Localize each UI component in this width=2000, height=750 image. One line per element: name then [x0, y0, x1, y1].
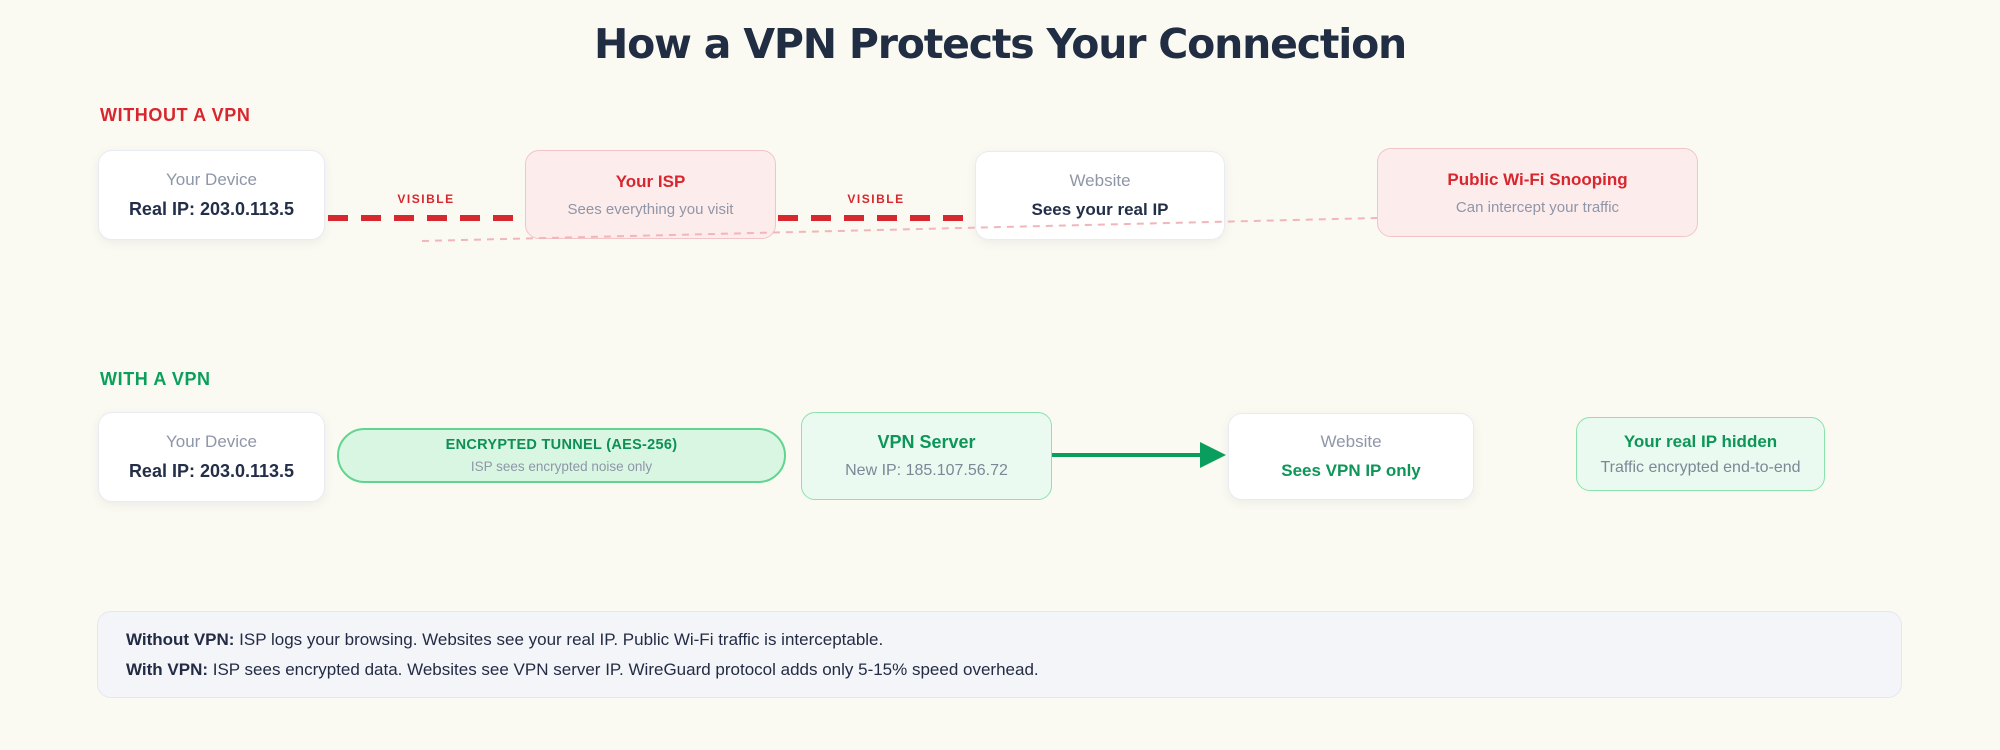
- node-title: Your real IP hidden: [1623, 431, 1778, 451]
- node-subtitle: Can intercept your traffic: [1455, 198, 1620, 216]
- website-node-no-vpn: Website Sees your real IP: [975, 151, 1225, 240]
- node-title: ENCRYPTED TUNNEL (AES-256): [445, 437, 678, 453]
- page-title: How a VPN Protects Your Connection: [593, 20, 1407, 68]
- node-title: Website: [1320, 432, 1382, 451]
- node-subtitle: Sees everything you visit: [567, 200, 734, 218]
- summary-line-without-vpn: Without VPN: ISP logs your browsing. Web…: [126, 629, 1873, 651]
- visible-label-1: VISIBLE: [397, 192, 455, 206]
- node-subtitle: Sees VPN IP only: [1281, 461, 1421, 480]
- vpn-server-node: VPN Server New IP: 185.107.56.72: [801, 412, 1052, 500]
- node-title: Your ISP: [615, 171, 686, 191]
- node-title: Your Device: [165, 170, 258, 189]
- isp-node: Your ISP Sees everything you visit: [525, 150, 776, 239]
- without-vpn-heading: WITHOUT A VPN: [100, 105, 251, 125]
- vpn-arrow-head: [1200, 442, 1226, 468]
- node-title: Website: [1069, 171, 1131, 190]
- website-node-vpn: Website Sees VPN IP only: [1228, 413, 1474, 500]
- device-node-no-vpn: Your Device Real IP: 203.0.113.5: [98, 150, 325, 240]
- node-subtitle: New IP: 185.107.56.72: [845, 462, 1008, 479]
- node-title: Public Wi-Fi Snooping: [1447, 169, 1628, 189]
- summary-text-without: ISP logs your browsing. Websites see you…: [234, 629, 884, 649]
- with-vpn-heading: WITH A VPN: [100, 369, 211, 389]
- public-wifi-node: Public Wi-Fi Snooping Can intercept your…: [1377, 148, 1698, 237]
- node-subtitle: Traffic encrypted end-to-end: [1600, 458, 1801, 476]
- summary-line-with-vpn: With VPN: ISP sees encrypted data. Websi…: [126, 659, 1873, 681]
- node-subtitle: Sees your real IP: [1031, 200, 1169, 219]
- node-title: VPN Server: [877, 432, 976, 452]
- summary-text-with: ISP sees encrypted data. Websites see VP…: [208, 659, 1039, 679]
- summary-label-without: Without VPN:: [126, 629, 235, 649]
- real-ip-hidden-node: Your real IP hidden Traffic encrypted en…: [1576, 417, 1825, 491]
- summary-box: Without VPN: ISP logs your browsing. Web…: [97, 611, 1902, 698]
- summary-label-with: With VPN:: [126, 659, 209, 679]
- encrypted-tunnel-pill: ENCRYPTED TUNNEL (AES-256) ISP sees encr…: [337, 428, 786, 483]
- node-subtitle: ISP sees encrypted noise only: [470, 459, 653, 474]
- node-subtitle: Real IP: 203.0.113.5: [128, 461, 295, 481]
- node-subtitle: Real IP: 203.0.113.5: [128, 199, 295, 219]
- visible-label-2: VISIBLE: [847, 192, 905, 206]
- device-node-vpn: Your Device Real IP: 203.0.113.5: [98, 412, 325, 502]
- node-title: Your Device: [165, 432, 258, 451]
